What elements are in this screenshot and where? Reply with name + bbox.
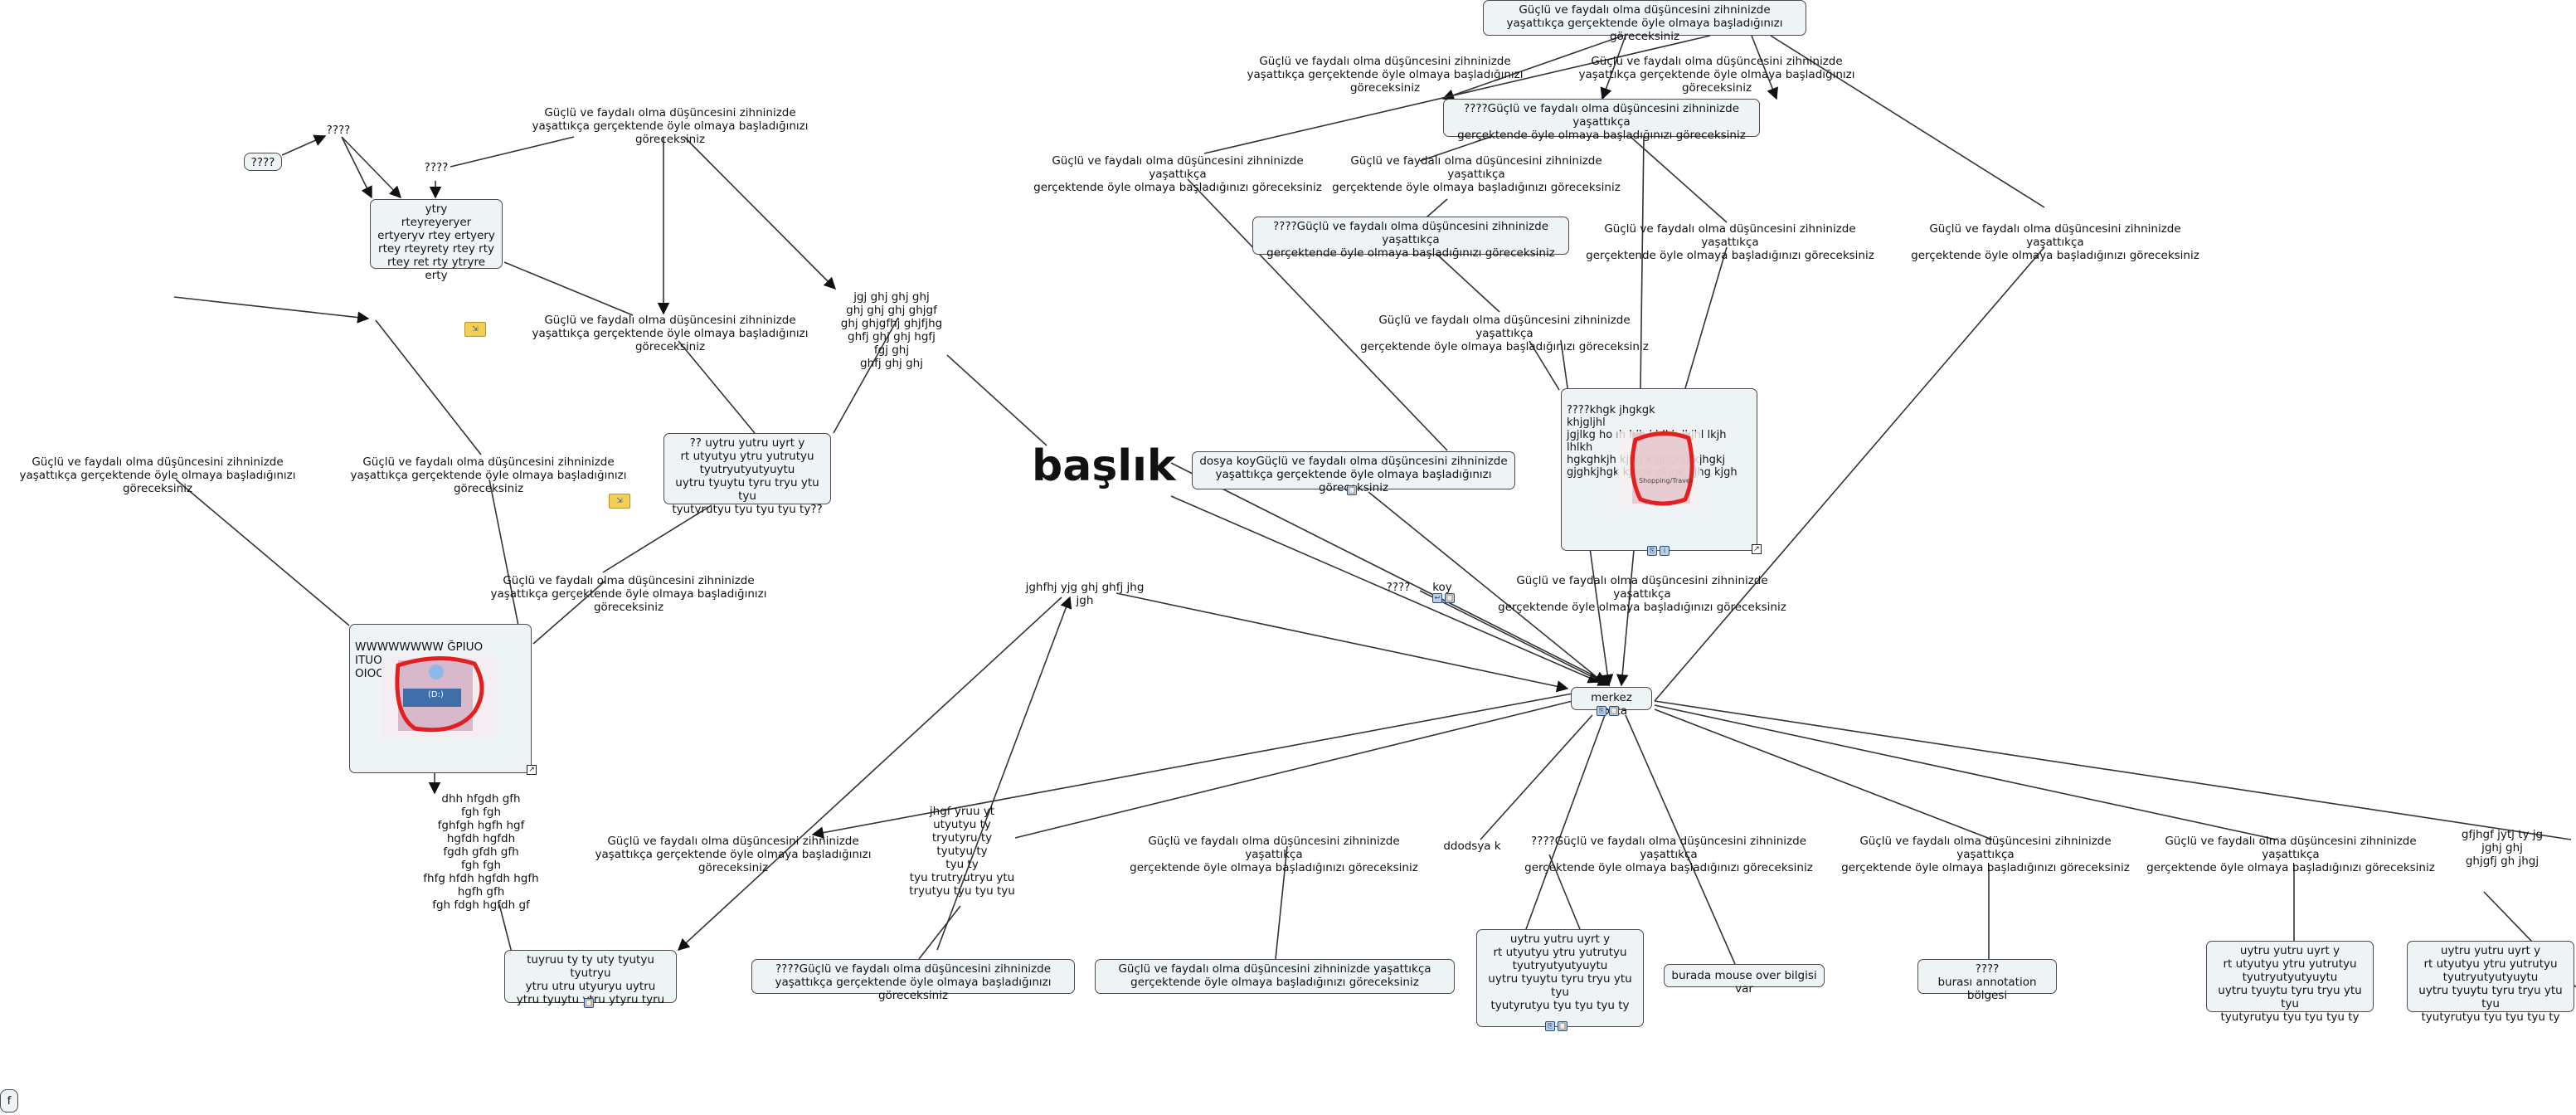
shopping-label: Shopping/Travel — [1639, 477, 1692, 484]
label-long-mid-left[interactable]: Güçlü ve faydalı olma düşüncesini zihnin… — [532, 314, 809, 353]
info-icon[interactable]: i — [1660, 546, 1670, 556]
label-long-split-6[interactable]: Güçlü ve faydalı olma düşüncesini zihnin… — [1498, 574, 1786, 614]
koy-icons: ↩ 📋 — [1432, 593, 1455, 603]
merkez-icons: ⎘ 📋 — [1597, 706, 1619, 716]
label-long-split-5[interactable]: Güçlü ve faydalı olma düşüncesini zihnin… — [1360, 314, 1649, 353]
label-long-split-bottom-1[interactable]: Güçlü ve faydalı olma düşüncesini zihnin… — [1130, 835, 1418, 874]
label-long-split-2[interactable]: Güçlü ve faydalı olma düşüncesini zihnin… — [1332, 154, 1621, 194]
label-jghfhj[interactable]: jghfhj yjg ghj ghfj jhg jgh — [1025, 581, 1145, 607]
label-gfjhgf[interactable]: gfjhgf jytj ty jg jghj ghj ghjgfj gh jhg… — [2461, 828, 2544, 868]
attachment-icon[interactable]: ⎘ — [1597, 706, 1606, 716]
label-q-center[interactable]: ???? — [1386, 581, 1411, 594]
topic-mouse-over[interactable]: burada mouse over bilgisi var — [1664, 964, 1825, 996]
drive-label: (D:) — [428, 690, 444, 699]
topic-long-bottom-box[interactable]: Güçlü ve faydalı olma düşüncesini zihnin… — [1095, 959, 1455, 994]
note-icon-5[interactable]: 📋 — [1558, 1021, 1567, 1031]
topic-q-long-bottom-box[interactable]: ????Güçlü ve faydalı olma düşüncesini zi… — [751, 959, 1075, 1002]
topic-tuyruu[interactable]: tuyruu ty ty uty tyutyu tyutryu ytru utr… — [504, 950, 677, 1006]
expand-icon-2[interactable]: ↗ — [1752, 544, 1762, 554]
topic-f[interactable]: f — [0, 1089, 18, 1113]
topic-uytru-bottom[interactable]: uytru yutru uyrt y rt utyutyu ytru yutru… — [1476, 929, 1644, 1027]
note-icon[interactable]: 📋 — [584, 998, 594, 1008]
label-long-split-4[interactable]: Güçlü ve faydalı olma düşüncesini zihnin… — [1911, 222, 2199, 262]
dosya-icons: 📋 — [1347, 485, 1357, 495]
khgk-icons: ⎘ i — [1647, 546, 1670, 556]
label-long-left-3[interactable]: Güçlü ve faydalı olma düşüncesini zihnin… — [490, 574, 767, 614]
topic-q-long-2[interactable]: ????Güçlü ve faydalı olma düşüncesini zi… — [1252, 217, 1569, 260]
note-icon-4[interactable]: 📋 — [1609, 706, 1619, 716]
label-q-long-bottom[interactable]: ????Güçlü ve faydalı olma düşüncesini zi… — [1524, 835, 1813, 874]
label-q3[interactable]: ???? — [424, 161, 449, 174]
topic-uytru-r1[interactable]: uytru yutru uyrt y rt utyutyu ytru yutru… — [2206, 941, 2374, 1024]
label-long-split-1[interactable]: Güçlü ve faydalı olma düşüncesini zihnin… — [1033, 154, 1322, 194]
topic-q1[interactable]: ???? — [244, 153, 282, 171]
topic-uytru-left[interactable]: ?? uytru yutru uyrt y rt utyutyu ytru yu… — [663, 433, 831, 516]
shopping-thumbnail: Shopping/Travel — [1617, 431, 1700, 508]
tuyruu-icons: 📋 — [584, 998, 594, 1008]
topic-q-long-1[interactable]: ????Güçlü ve faydalı olma düşüncesini zi… — [1443, 99, 1760, 142]
note-icon-2[interactable]: 📋 — [1347, 485, 1357, 495]
label-long-bottom-1[interactable]: Güçlü ve faydalı olma düşüncesini zihnin… — [595, 835, 872, 874]
label-q2[interactable]: ???? — [326, 124, 351, 137]
topic-annotation[interactable]: ???? burası annotation bölgesi — [1917, 959, 2057, 1002]
label-dhh[interactable]: dhh hfgdh gfh fgh fgh fghfgh hgfh hgf hg… — [423, 792, 539, 912]
label-long-split-bottom-2[interactable]: Güçlü ve faydalı olma düşüncesini zihnin… — [1841, 835, 2130, 874]
label-long-split-bottom-3[interactable]: Güçlü ve faydalı olma düşüncesini zihnin… — [2146, 835, 2435, 874]
label-long-split-3[interactable]: Güçlü ve faydalı olma düşüncesini zihnin… — [1586, 222, 1874, 262]
topic-top-root[interactable]: Güçlü ve faydalı olma düşüncesini zihnin… — [1483, 0, 1806, 43]
label-long-left-2[interactable]: Güçlü ve faydalı olma düşüncesini zihnin… — [350, 455, 627, 495]
topic-uytru-r2[interactable]: uytru yutru uyrt y rt utyutyu ytru yutru… — [2407, 941, 2574, 1024]
label-long-far-left[interactable]: Güçlü ve faydalı olma düşüncesini zihnin… — [19, 455, 296, 495]
topic-ytry[interactable]: ytry rteyreyeryer ertyeryv rtey ertyery … — [370, 199, 503, 282]
link-icon[interactable]: ↩ — [1432, 593, 1442, 603]
label-jgj[interactable]: jgj ghj ghj ghj ghj ghj ghj ghjgf ghj gh… — [840, 290, 943, 370]
attachment-icon-3[interactable]: ⎘ — [1545, 1021, 1555, 1031]
drive-thumbnail: (D:) — [382, 655, 498, 738]
folder-icon-2: ⇲ — [609, 494, 630, 509]
expand-icon-1[interactable]: ↗ — [527, 765, 537, 775]
label-koy[interactable]: koy — [1432, 581, 1452, 594]
attachment-icon-2[interactable]: ⎘ — [1647, 546, 1657, 556]
label-long-tr-2[interactable]: Güçlü ve faydalı olma düşüncesini zihnin… — [1578, 55, 1855, 95]
topic-dosya[interactable]: dosya koyGüçlü ve faydalı olma düşüncesi… — [1192, 451, 1515, 494]
folder-icon-1: ⇲ — [464, 322, 486, 337]
note-icon-3[interactable]: 📋 — [1445, 593, 1455, 603]
label-hgf-vt[interactable]: jhgf yruu yt utyutyu ty tryutyru ty tyut… — [909, 805, 1015, 898]
title-baslik[interactable]: başlık — [1032, 441, 1176, 491]
label-ddodsya[interactable]: ddodsya k — [1443, 840, 1501, 853]
label-long-tr-1[interactable]: Güçlü ve faydalı olma düşüncesini zihnin… — [1247, 55, 1524, 95]
uytru-bottom-icons: ⎘ 📋 — [1545, 1021, 1567, 1031]
label-long-top-left[interactable]: Güçlü ve faydalı olma düşüncesini zihnin… — [532, 106, 809, 146]
